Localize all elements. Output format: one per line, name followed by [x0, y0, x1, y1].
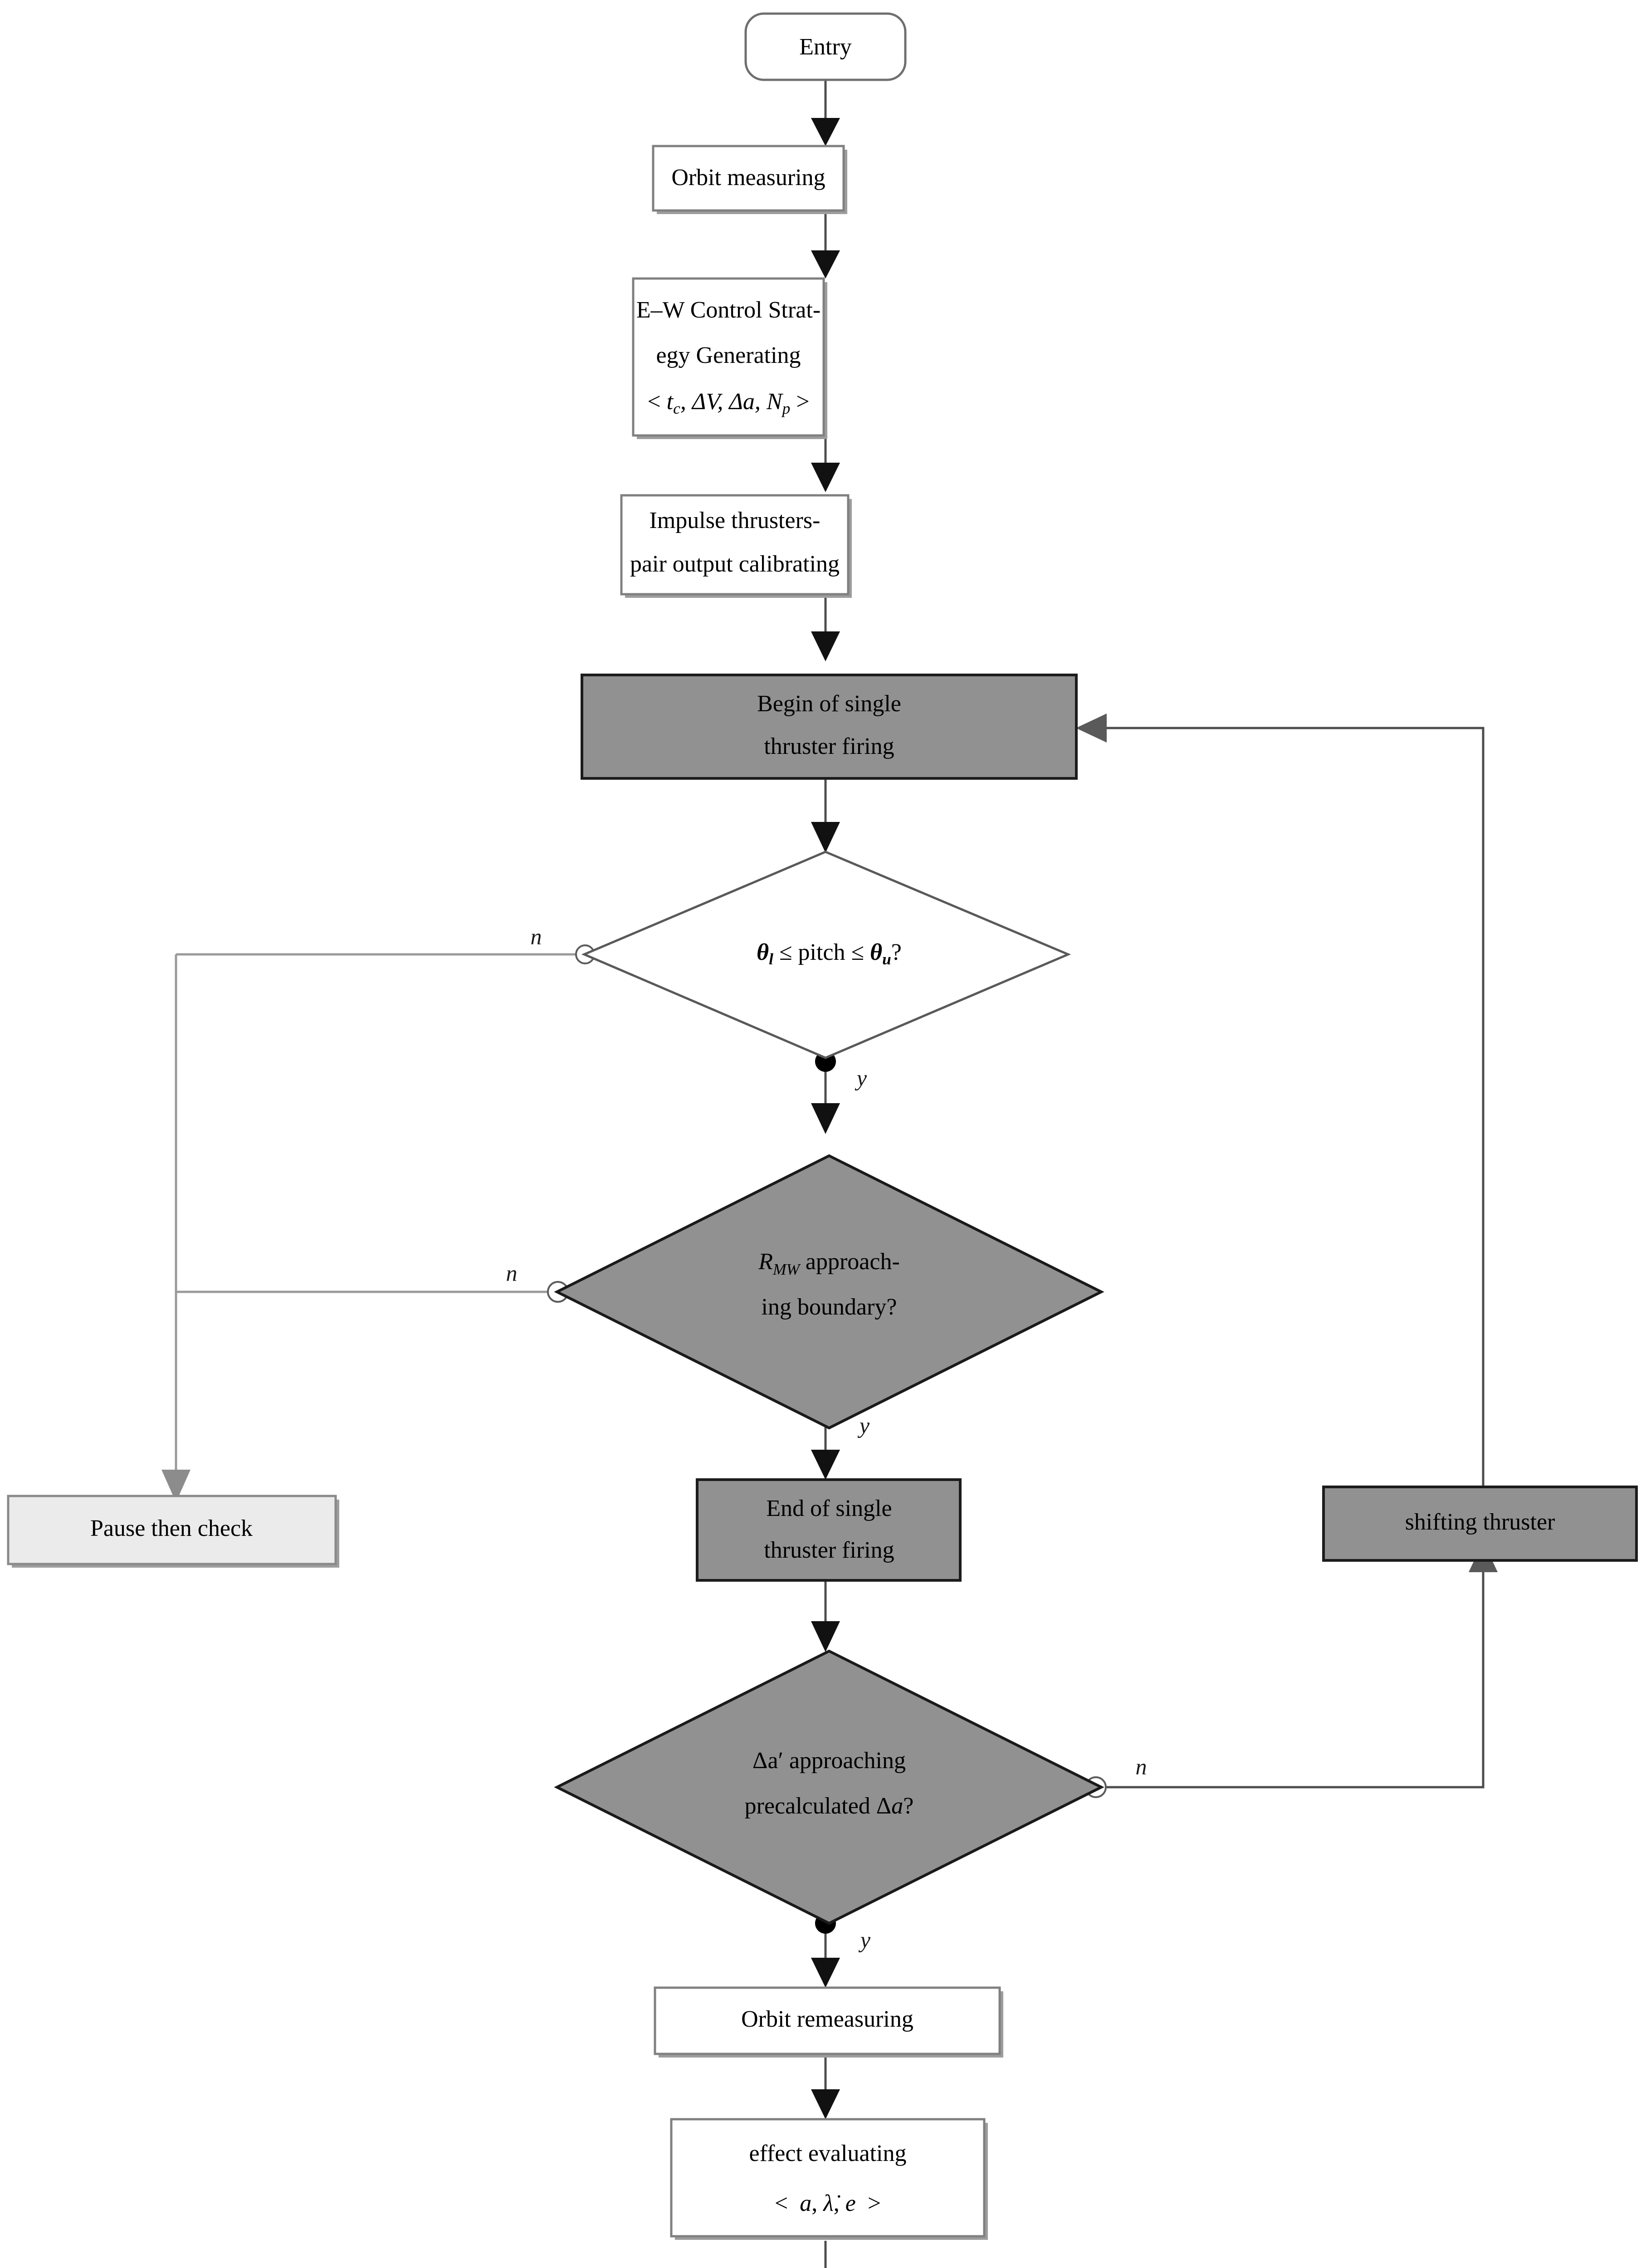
- node-delta-a-check[interactable]: Δa′ approaching precalculated Δa?: [554, 1649, 1104, 1925]
- node-entry[interactable]: Entry: [744, 12, 907, 81]
- edge-delta-a-check-yes: [811, 1913, 840, 1988]
- node-begin-firing[interactable]: Begin of single thruster firing: [581, 674, 1078, 780]
- edge-begin-firing-to-pitch-check: [811, 779, 840, 853]
- node-effect-evaluating[interactable]: effect evaluating < a, λ̇, e >: [670, 2118, 988, 2240]
- branch-label-delta-a-yes: y: [858, 1927, 871, 1952]
- node-orbit-remeasuring[interactable]: Orbit remeasuring: [654, 1986, 1003, 2058]
- node-delta-a-check-line2: precalculated Δa?: [745, 1793, 914, 1819]
- node-impulse-calibrating-line2: pair output calibrating: [630, 551, 840, 577]
- node-ew-strategy-formula: < tc, ΔV, Δa, Np >: [647, 389, 809, 417]
- edge-ew-strategy-to-impulse-calibrating: [811, 435, 840, 492]
- node-orbit-measuring-label: Orbit measuring: [671, 165, 825, 191]
- node-rmw-check-line2: ing boundary?: [762, 1294, 897, 1320]
- edge-shifting-thruster-to-begin-firing: [1076, 714, 1485, 1487]
- node-orbit-remeasuring-label: Orbit remeasuring: [741, 2006, 913, 2032]
- branch-label-rmw-no: n: [506, 1260, 518, 1286]
- node-shifting-thruster[interactable]: shifting thruster: [1322, 1486, 1638, 1562]
- node-begin-firing-line1: Begin of single: [757, 691, 901, 717]
- node-impulse-calibrating[interactable]: Impulse thrusters- pair output calibrati…: [620, 494, 852, 598]
- node-pitch-check-label: θl ≤ pitch ≤ θu?: [757, 939, 902, 968]
- node-shifting-thruster-label: shifting thruster: [1405, 1509, 1555, 1535]
- node-begin-firing-line2: thruster firing: [764, 733, 894, 759]
- node-pause-then-check[interactable]: Pause then check: [7, 1495, 339, 1568]
- edge-impulse-calibrating-to-begin-firing: [811, 598, 840, 661]
- node-rmw-check[interactable]: RMW approach- ing boundary?: [554, 1154, 1104, 1430]
- edge-entry-to-orbit-measuring: [811, 80, 840, 146]
- node-rmw-check-line1: RMW approach-: [758, 1249, 900, 1278]
- node-impulse-calibrating-line1: Impulse thrusters-: [650, 508, 821, 533]
- node-ew-strategy-line1: E–W Control Strat-: [636, 297, 821, 323]
- branch-label-rmw-yes: y: [857, 1413, 870, 1438]
- node-ew-strategy[interactable]: E–W Control Strat- egy Generating < tc, …: [632, 277, 827, 439]
- edge-orbit-remeasuring-to-effect-evaluating: [811, 2055, 840, 2119]
- node-orbit-measuring[interactable]: Orbit measuring: [652, 145, 847, 214]
- node-effect-evaluating-formula: < a, λ̇, e >: [775, 2190, 881, 2216]
- edge-left-rail-to-pause-then-check: [161, 954, 190, 1502]
- edge-pitch-check-yes: [811, 1051, 840, 1134]
- edge-end-firing-to-delta-a-check: [811, 1579, 840, 1652]
- node-delta-a-check-line1: Δa′ approaching: [752, 1748, 906, 1774]
- node-ew-strategy-line2: egy Generating: [656, 342, 801, 368]
- branch-label-pitch-no: n: [531, 924, 542, 949]
- node-end-firing[interactable]: End of single thruster firing: [696, 1478, 962, 1582]
- edge-orbit-measuring-to-ew-strategy: [811, 212, 840, 279]
- node-entry-label: Entry: [799, 34, 852, 60]
- node-effect-evaluating-line1: effect evaluating: [749, 2141, 907, 2166]
- edge-delta-a-check-no: [1085, 1541, 1498, 1798]
- node-pause-then-check-label: Pause then check: [90, 1515, 253, 1541]
- node-end-firing-line2: thruster firing: [764, 1537, 894, 1563]
- branch-label-pitch-yes: y: [855, 1065, 867, 1090]
- node-pitch-check[interactable]: θl ≤ pitch ≤ θu?: [581, 850, 1071, 1059]
- node-end-firing-line1: End of single: [766, 1496, 892, 1521]
- edge-effect-evaluating-to-exit: [824, 2241, 827, 2268]
- branch-label-delta-a-no: n: [1136, 1754, 1147, 1779]
